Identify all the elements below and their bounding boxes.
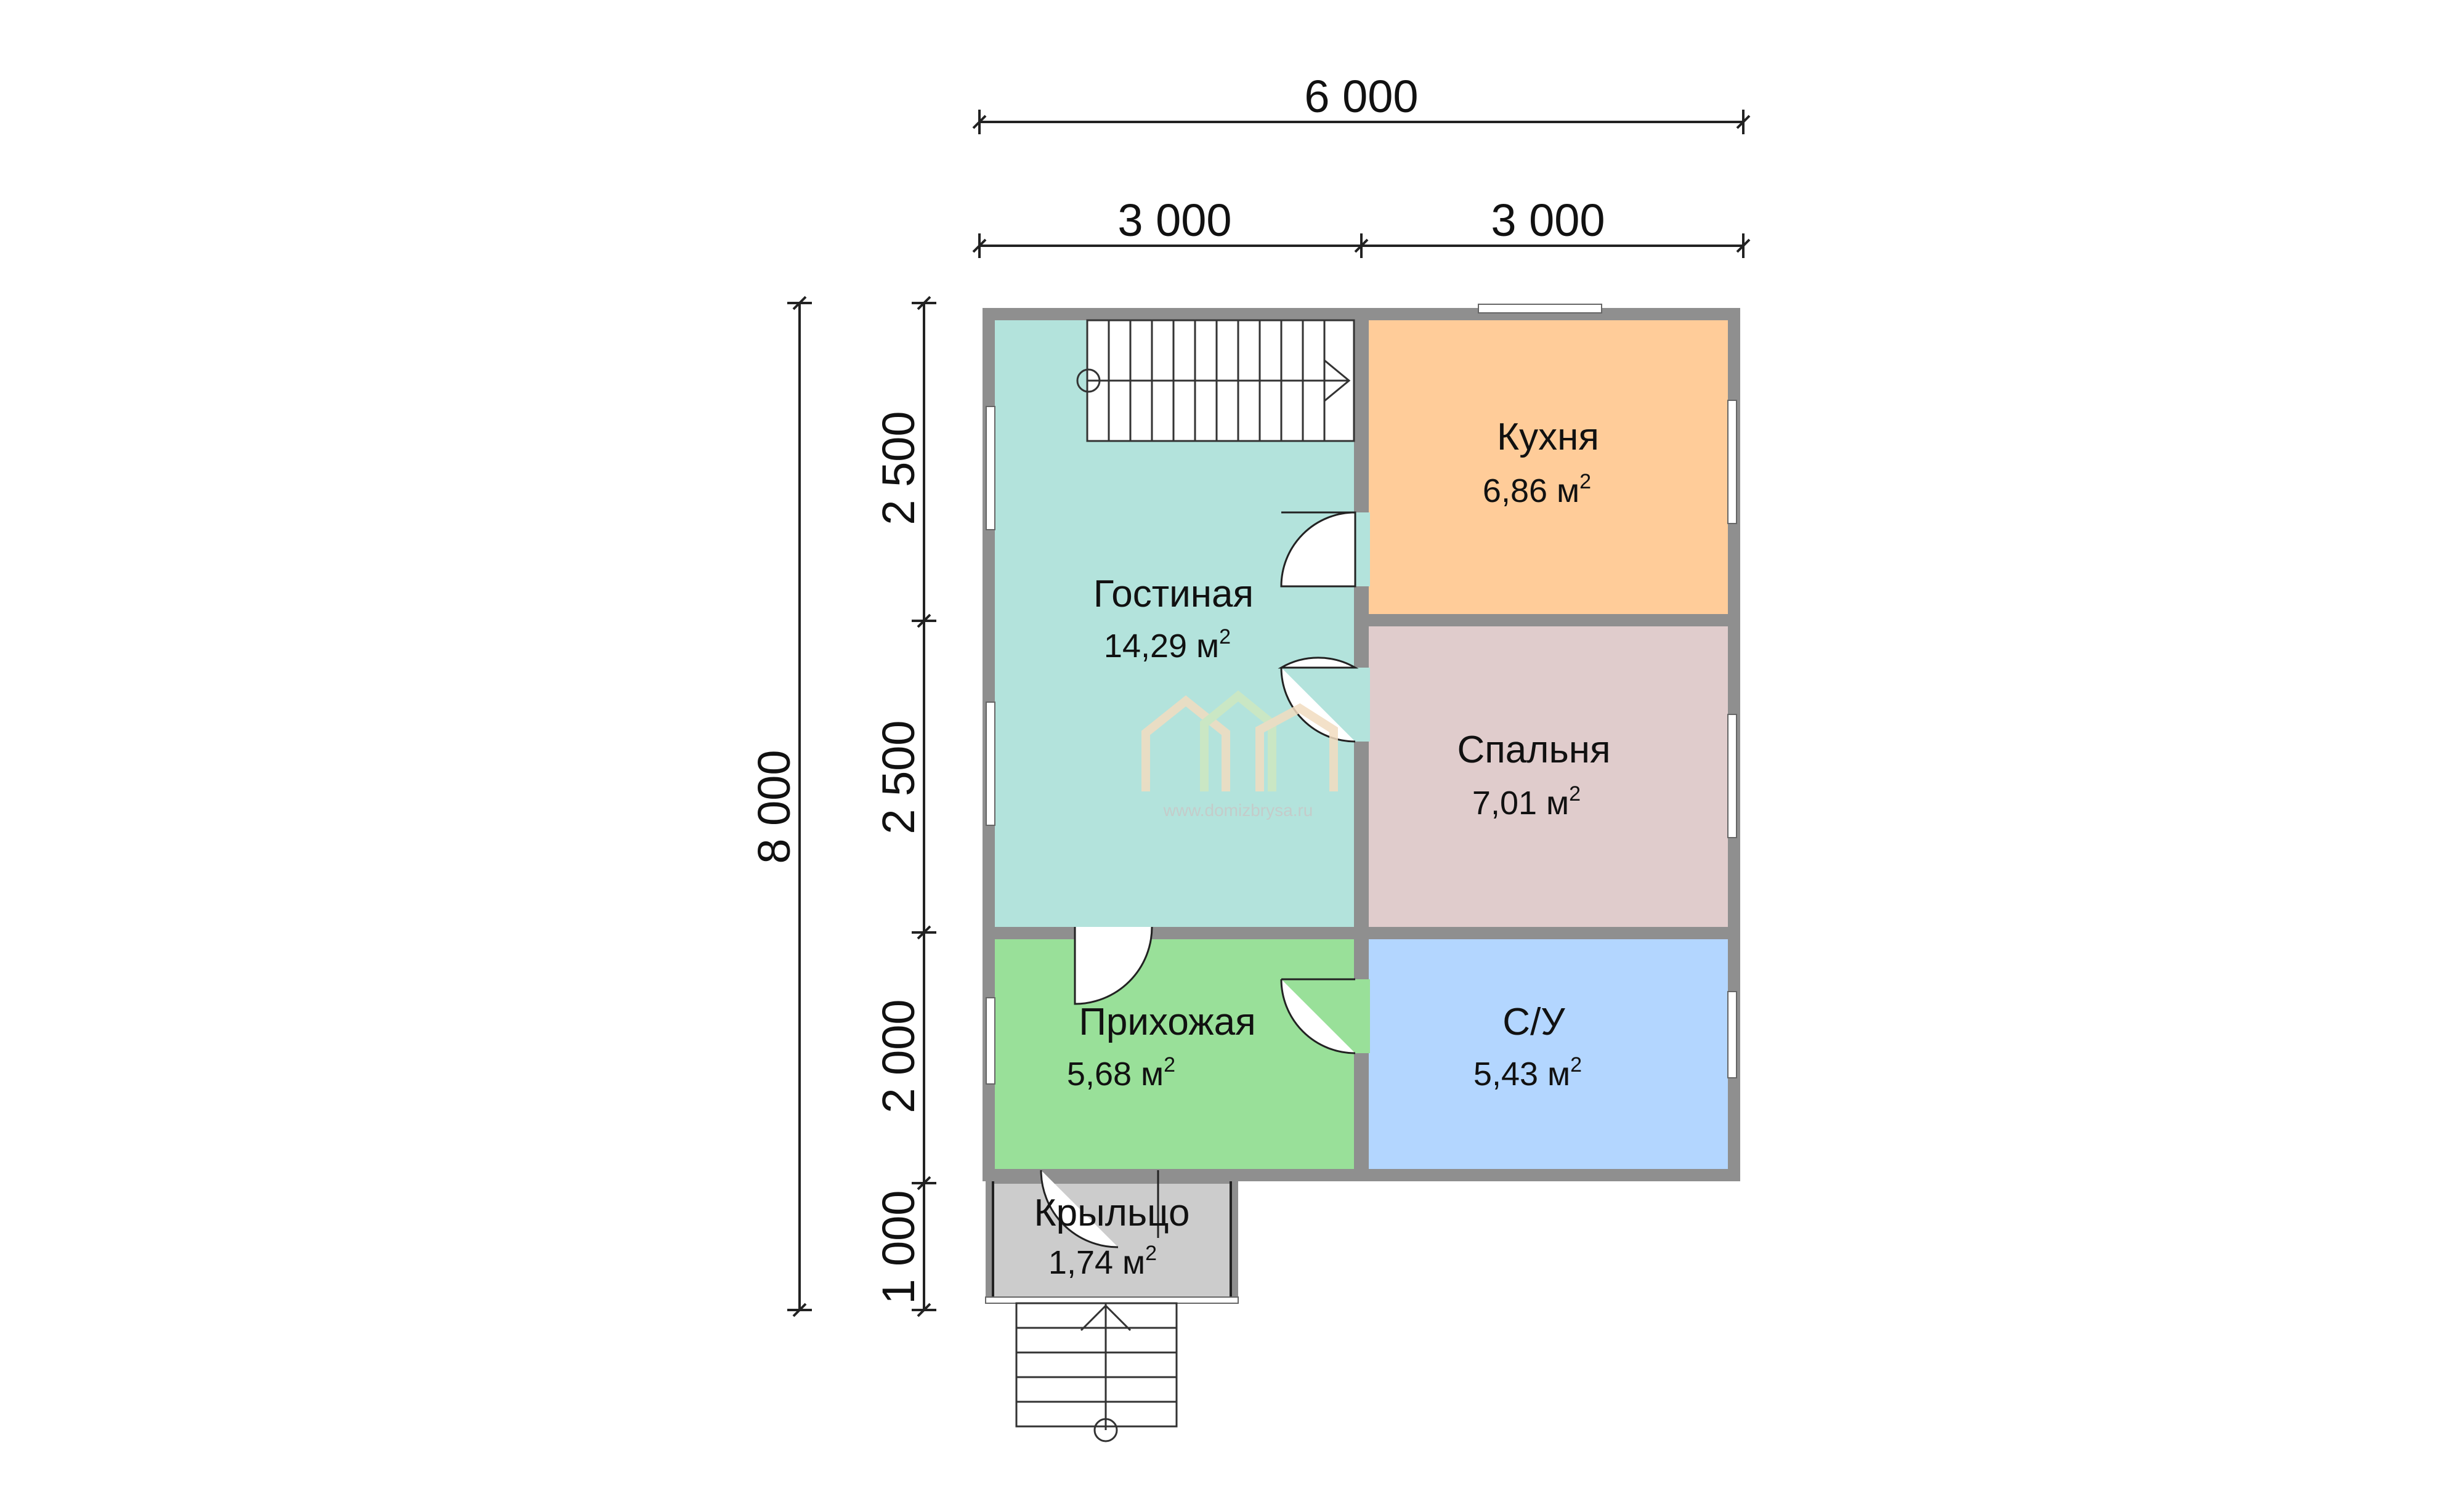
dim-left-seg3: 2 000: [873, 999, 924, 1113]
dim-top-total: 6 000: [1304, 71, 1418, 122]
room-living-area: 14,29 м2: [1104, 625, 1231, 665]
dim-left-seg2: 2 500: [873, 720, 924, 834]
room-hallway-fill: [995, 939, 1354, 1169]
window-living-left-2: [986, 702, 995, 826]
window-bedroom-right: [1727, 714, 1737, 838]
room-bathroom-name: С/У: [1502, 1001, 1565, 1043]
room-kitchen-fill: [1369, 320, 1728, 614]
watermark-logo: www.domizbrysa.ru: [1141, 690, 1338, 820]
watermark-text: www.domizbrysa.ru: [1163, 801, 1313, 820]
room-label-bedroom: Спальня 7,01 м2: [1457, 729, 1610, 822]
room-label-living: Гостиная 14,29 м2: [1093, 573, 1254, 665]
watermark-house-left: [1141, 695, 1230, 791]
watermark-house-right: [1255, 703, 1338, 791]
windows: [986, 304, 1737, 1085]
room-porch-name: Крыльцо: [1034, 1192, 1190, 1234]
room-bathroom-area: 5,43 м2: [1473, 1053, 1582, 1093]
room-kitchen-area: 6,86 м2: [1483, 470, 1591, 509]
interior-staircase: [1076, 319, 1355, 442]
room-porch-area: 1,74 м2: [1048, 1242, 1157, 1281]
left-dimensions: 8 000 2 500 2 500 2 000 1 000: [748, 296, 936, 1317]
room-kitchen-name: Кухня: [1497, 416, 1599, 458]
window-kitchen-right: [1727, 400, 1737, 524]
window-bathroom-right: [1727, 991, 1737, 1078]
entry-stairs: [1015, 1302, 1178, 1442]
window-kitchen-top: [1478, 304, 1602, 313]
dim-top-left: 3 000: [1117, 195, 1231, 246]
room-label-porch: Крыльцо 1,74 м2: [1034, 1192, 1190, 1281]
opening-living-bedroom: [1353, 668, 1370, 742]
room-hallway-area: 5,68 м2: [1067, 1053, 1175, 1093]
room-label-hallway: Прихожая 5,68 м2: [1067, 1001, 1256, 1093]
room-living-name: Гостиная: [1093, 573, 1254, 615]
room-bedroom-name: Спальня: [1457, 729, 1610, 771]
dim-left-total: 8 000: [748, 750, 800, 863]
window-hallway-left: [986, 997, 995, 1085]
dim-left-seg4: 1 000: [873, 1190, 924, 1304]
room-hallway-name: Прихожая: [1079, 1001, 1255, 1043]
dim-left-seg1: 2 500: [873, 411, 924, 525]
watermark-house-mid: [1200, 690, 1276, 791]
window-living-left-1: [986, 406, 995, 530]
room-bedroom-area: 7,01 м2: [1472, 782, 1581, 822]
room-label-bathroom: С/У 5,43 м2: [1473, 1001, 1582, 1093]
room-porch-fill: [993, 1184, 1231, 1297]
room-label-kitchen: Кухня 6,86 м2: [1483, 416, 1599, 509]
dim-top-right: 3 000: [1491, 195, 1605, 246]
room-bathroom-fill: [1369, 939, 1728, 1169]
top-dimensions: 6 000 3 000 3 000: [972, 71, 1751, 258]
room-bedroom-fill: [1369, 626, 1728, 927]
doors: [1040, 511, 1359, 1248]
opening-hall-bath: [1353, 979, 1370, 1053]
